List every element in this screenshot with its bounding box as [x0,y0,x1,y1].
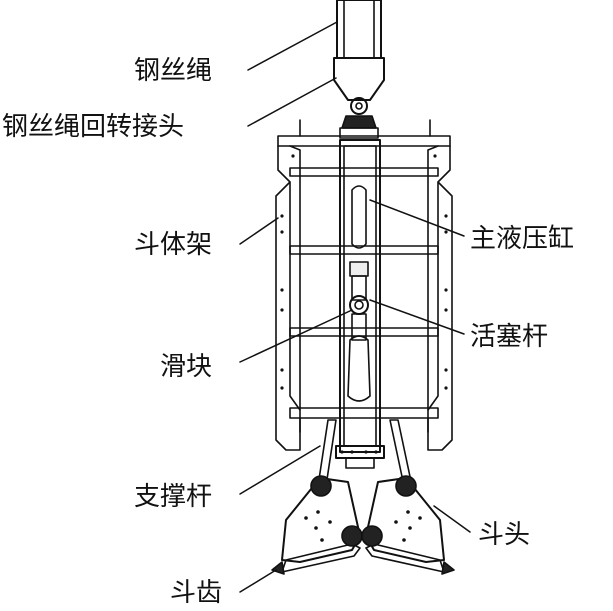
rope-swivel-shape [333,57,385,139]
bucket-head-right-shape [361,475,445,573]
wire-rope-shape [336,0,382,59]
label-support-rod: 支撑杆 [134,482,213,512]
label-main-cylinder: 主液压缸 [470,224,575,254]
label-slider: 滑块 [160,352,213,382]
bucket-head-left-shape [281,475,363,573]
bucket-frame-shape [275,119,453,451]
leader-lines [239,21,471,593]
label-wire-rope: 钢丝绳 [134,56,213,86]
label-rope-swivel: 钢丝绳回转接头 [2,112,185,142]
label-bucket-head: 斗头 [478,520,531,550]
slider-shape [335,335,385,469]
label-bucket-teeth: 斗齿 [170,578,223,608]
piston-rod-shape [349,275,369,341]
label-piston-rod: 活塞杆 [470,322,549,352]
label-bucket-frame: 斗体架 [134,230,213,260]
